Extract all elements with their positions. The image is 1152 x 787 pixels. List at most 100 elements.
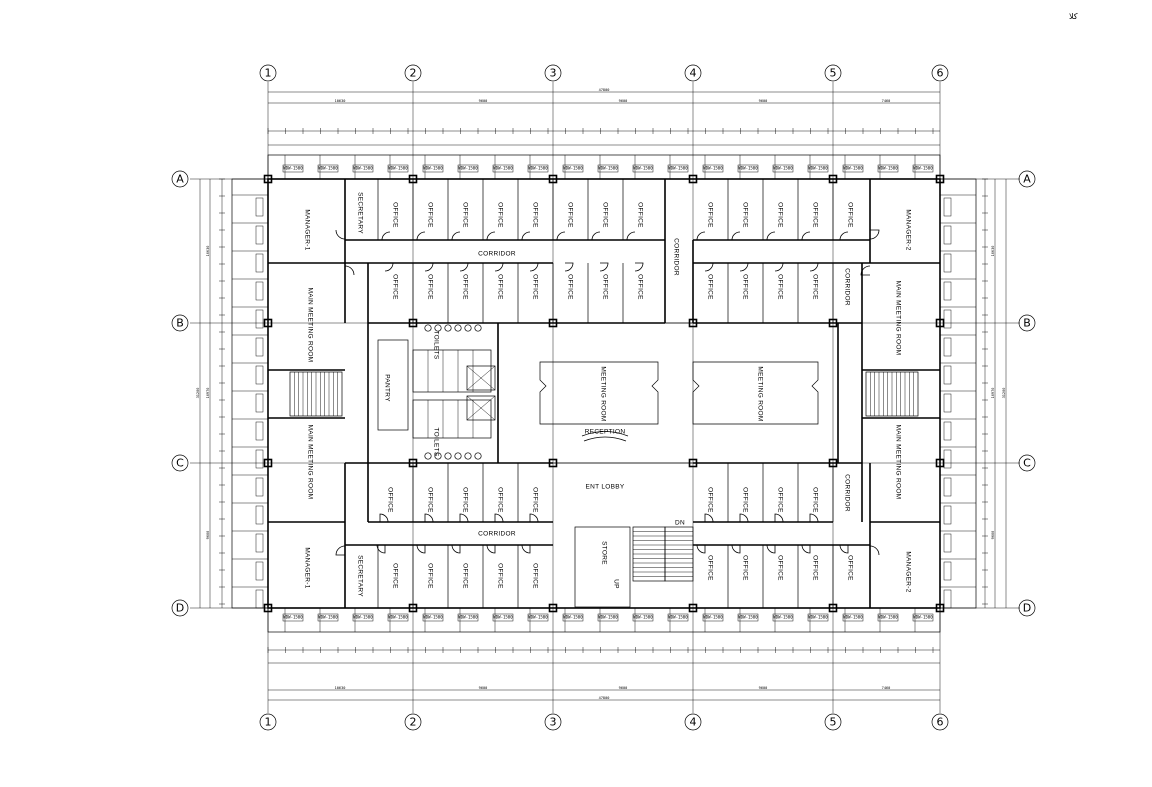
window-tag: WDW-1500 <box>283 166 303 171</box>
room-label-office: OFFICE <box>741 487 748 513</box>
door-swing <box>384 262 394 272</box>
door-swing <box>486 231 496 241</box>
washbasin <box>464 324 472 332</box>
door-swing <box>494 513 504 523</box>
window-tag-box <box>387 164 409 173</box>
room-label-reception: RECEPTION <box>585 429 626 436</box>
window-tag: WDW-1500 <box>423 615 443 620</box>
window-tag-box <box>255 477 264 497</box>
window-tag-box <box>702 164 724 173</box>
grid-bubble-label: C <box>1023 457 1031 470</box>
door-swing <box>486 544 496 554</box>
window-tag: WDW-1500 <box>598 166 618 171</box>
room-label-main-meeting-room: MAIN MEETING ROOM <box>306 425 313 500</box>
door-swing <box>731 231 741 241</box>
room-label-office: OFFICE <box>426 274 433 300</box>
window-tag-box <box>255 225 264 245</box>
window-tag-box <box>912 164 934 173</box>
window-tag: WDW-1500 <box>388 166 408 171</box>
room-label-main-meeting-room: MAIN MEETING ROOM <box>894 281 901 356</box>
room-label-corridor: CORRIDOR <box>843 268 850 306</box>
door-swing <box>344 265 355 276</box>
door-swing <box>416 231 426 241</box>
door-swing <box>739 262 749 272</box>
door-swing <box>564 262 574 272</box>
room-label-office: OFFICE <box>426 563 433 589</box>
window-tag-box <box>632 164 654 173</box>
door-swing <box>801 231 811 241</box>
window-tag-box <box>667 164 689 173</box>
structural-column <box>935 318 945 328</box>
window-tag: WDW-1500 <box>808 615 828 620</box>
room-label-corridor: CORRIDOR <box>843 474 850 512</box>
meeting-room-outline <box>692 361 819 425</box>
door-swing <box>381 231 391 241</box>
window-tag: WDW-1500 <box>633 615 653 620</box>
room-label-office: OFFICE <box>811 555 818 581</box>
door-swing <box>869 229 880 240</box>
room-label-office: OFFICE <box>461 487 468 513</box>
window-tag-box <box>255 561 264 581</box>
room-label-office: OFFICE <box>496 274 503 300</box>
grid-bubble <box>1018 170 1036 188</box>
window-tag: WDW-1500 <box>773 615 793 620</box>
door-swing <box>839 544 849 554</box>
window-tag-box <box>457 613 479 622</box>
grid-bubble <box>1018 314 1036 332</box>
grid-bubble-label: 3 <box>550 716 557 729</box>
room-label-meeting-room: MEETING ROOM <box>599 366 606 421</box>
dim-span-top: 9600 <box>619 99 628 103</box>
grid-bubble <box>171 454 189 472</box>
washbasin <box>444 324 452 332</box>
room-label-office: OFFICE <box>391 274 398 300</box>
room-label-office: OFFICE <box>776 487 783 513</box>
structural-column <box>263 318 273 328</box>
dim-span-top: 9600 <box>479 99 488 103</box>
grid-bubble <box>684 64 702 82</box>
room-label-office: OFFICE <box>601 202 608 228</box>
room-label-manager-2-bottom: MANAGER-2 <box>904 551 911 592</box>
window-tag-box <box>317 613 339 622</box>
window-tag-box <box>943 225 952 245</box>
room-label-office: OFFICE <box>741 274 748 300</box>
grid-bubble-label: 6 <box>937 716 944 729</box>
door-swing <box>704 513 714 523</box>
window-tag: WDW-1500 <box>563 166 583 171</box>
facade-band-bottom <box>267 607 941 633</box>
grid-bubble <box>931 713 949 731</box>
grid-bubble <box>171 170 189 188</box>
atrium <box>497 322 839 464</box>
room-label-office: OFFICE <box>811 274 818 300</box>
room-label-office: OFFICE <box>706 487 713 513</box>
window-tag-box <box>282 164 304 173</box>
room-label-office: OFFICE <box>811 202 818 228</box>
window-tag-box <box>807 613 829 622</box>
room-label-dn: DN <box>675 520 685 527</box>
room-label-pantry: PANTRY <box>383 374 390 402</box>
room-label-office: OFFICE <box>636 274 643 300</box>
door-swing <box>424 513 434 523</box>
grid-bubble <box>404 713 422 731</box>
window-tag: WDW-1500 <box>633 166 653 171</box>
window-tag-box <box>527 613 549 622</box>
grid-bubble-label: B <box>176 317 184 330</box>
dim-overall-bottom: 47800 <box>599 696 610 700</box>
room-label-office: OFFICE <box>741 202 748 228</box>
grid-bubble <box>171 599 189 617</box>
grid-bubble <box>684 713 702 731</box>
window-tag-box <box>807 164 829 173</box>
room-label-office: OFFICE <box>496 487 503 513</box>
grid-bubble <box>544 64 562 82</box>
window-tag-box <box>772 164 794 173</box>
door-swing <box>335 545 346 556</box>
window-tag-box <box>737 164 759 173</box>
room-label-office: OFFICE <box>426 202 433 228</box>
door-swing <box>459 262 469 272</box>
window-tag: WDW-1500 <box>808 166 828 171</box>
door-swing <box>424 262 434 272</box>
door-swing <box>766 231 776 241</box>
window-tag-box <box>912 613 934 622</box>
dim-span-bottom: 9600 <box>759 686 768 690</box>
